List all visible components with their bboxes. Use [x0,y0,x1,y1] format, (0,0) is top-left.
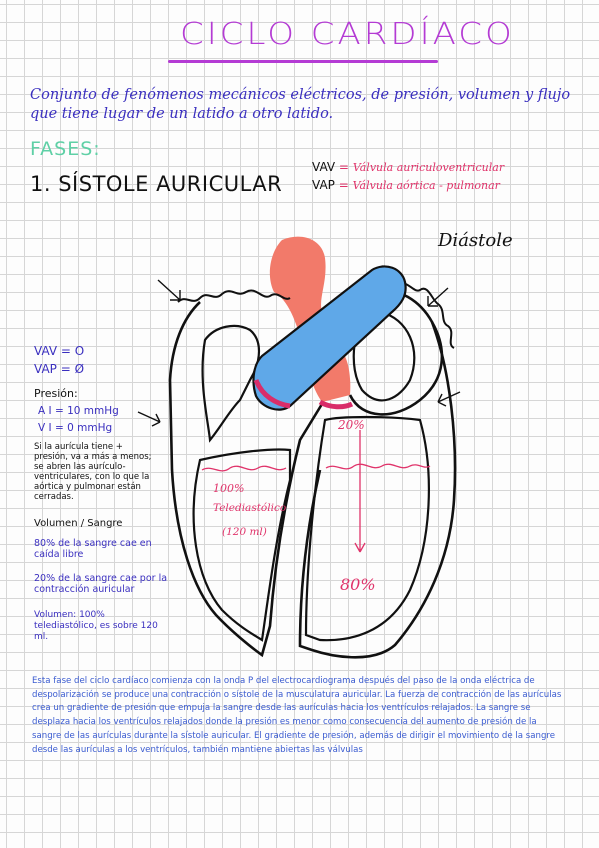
note-vap-state: VAP = Ø [34,362,85,376]
abbr-vap: VAP = Válvula aórtica - pulmonar [312,178,500,192]
left-atrium-edge [177,289,291,303]
label-100: 100% [213,482,245,495]
label-telediastolico: Telediastólico [213,502,287,514]
definition-text: Conjunto de fenómenos mecánicos eléctric… [30,87,571,122]
note-volumen: Volumen / Sangre [34,518,123,529]
diastole-label: Diástole [438,230,513,251]
note-presion: Presión: [34,387,78,400]
title-underline [168,60,438,63]
label-20: 20% [338,418,365,432]
note-20: 20% de la sangre cae por la contracción … [34,573,168,595]
abbr-vav: VAV = Válvula auriculoventricular [312,160,505,174]
page-title: CICLO CARDÍACO [180,16,515,52]
note-vi: V I = 0 mmHg [38,422,113,434]
label-ml: (120 ml) [222,526,267,538]
note-80: 80% de la sangre cae en caída libre [34,538,152,560]
note-ai: A I = 10 mmHg [38,405,119,417]
heart-outline [168,288,444,658]
note-vav-state: VAV = O [34,344,85,358]
fases-heading: FASES: [30,138,101,160]
left-blood-level [201,465,287,472]
note-vol: Volumen: 100% telediastólico, es sobre 1… [34,610,158,642]
note-explanation: Si la aurícula tiene + presión, va a más… [34,442,152,502]
label-80: 80% [340,575,376,594]
phase-description: Esta fase del ciclo cardíaco comienza co… [32,676,562,755]
flow-arrow [354,430,366,553]
aorta-vessel [252,265,407,411]
phase-title: 1. SÍSTOLE AURICULAR [30,172,283,196]
pressure-arrows [137,279,461,427]
right-blood-level [325,463,431,470]
